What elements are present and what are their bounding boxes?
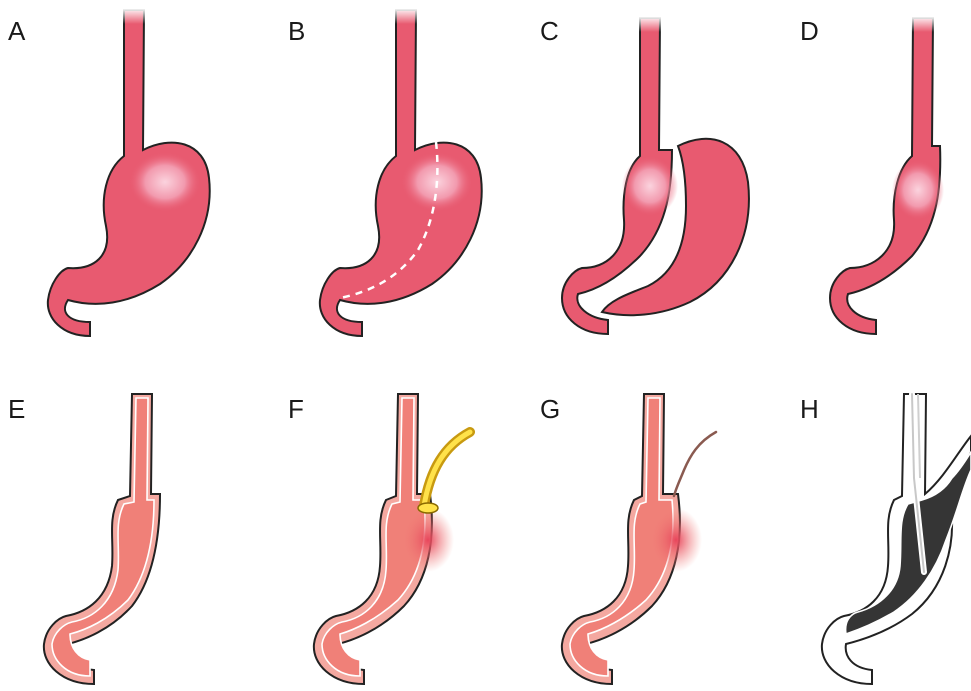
lumen-highlight [402,508,454,572]
catheter-tip [418,503,438,513]
suture-thread [674,432,716,496]
panel-label-d: D [800,16,819,46]
sleeve-highlight [622,156,678,216]
panel-label-e: E [8,394,25,424]
panel-d: D [800,16,944,334]
panel-e: E [8,394,160,684]
panel-h: H [800,394,971,684]
panel-b: B [288,8,482,336]
panel-label-a: A [8,16,26,46]
panel-g: G [540,394,716,684]
sleeve-outline [822,394,971,684]
lumen-highlight [650,508,702,572]
panel-label-h: H [800,394,819,424]
panel-label-g: G [540,394,560,424]
panel-label-c: C [540,16,559,46]
sleeve-highlight [892,160,944,220]
panel-label-f: F [288,394,304,424]
panel-a: A [8,8,210,336]
panel-c: C [540,16,749,334]
catheter-tube [424,432,470,506]
panel-f: F [288,394,470,684]
sleeve-lumen [52,398,154,676]
stomach-highlight [129,152,201,212]
panel-label-b: B [288,16,305,46]
